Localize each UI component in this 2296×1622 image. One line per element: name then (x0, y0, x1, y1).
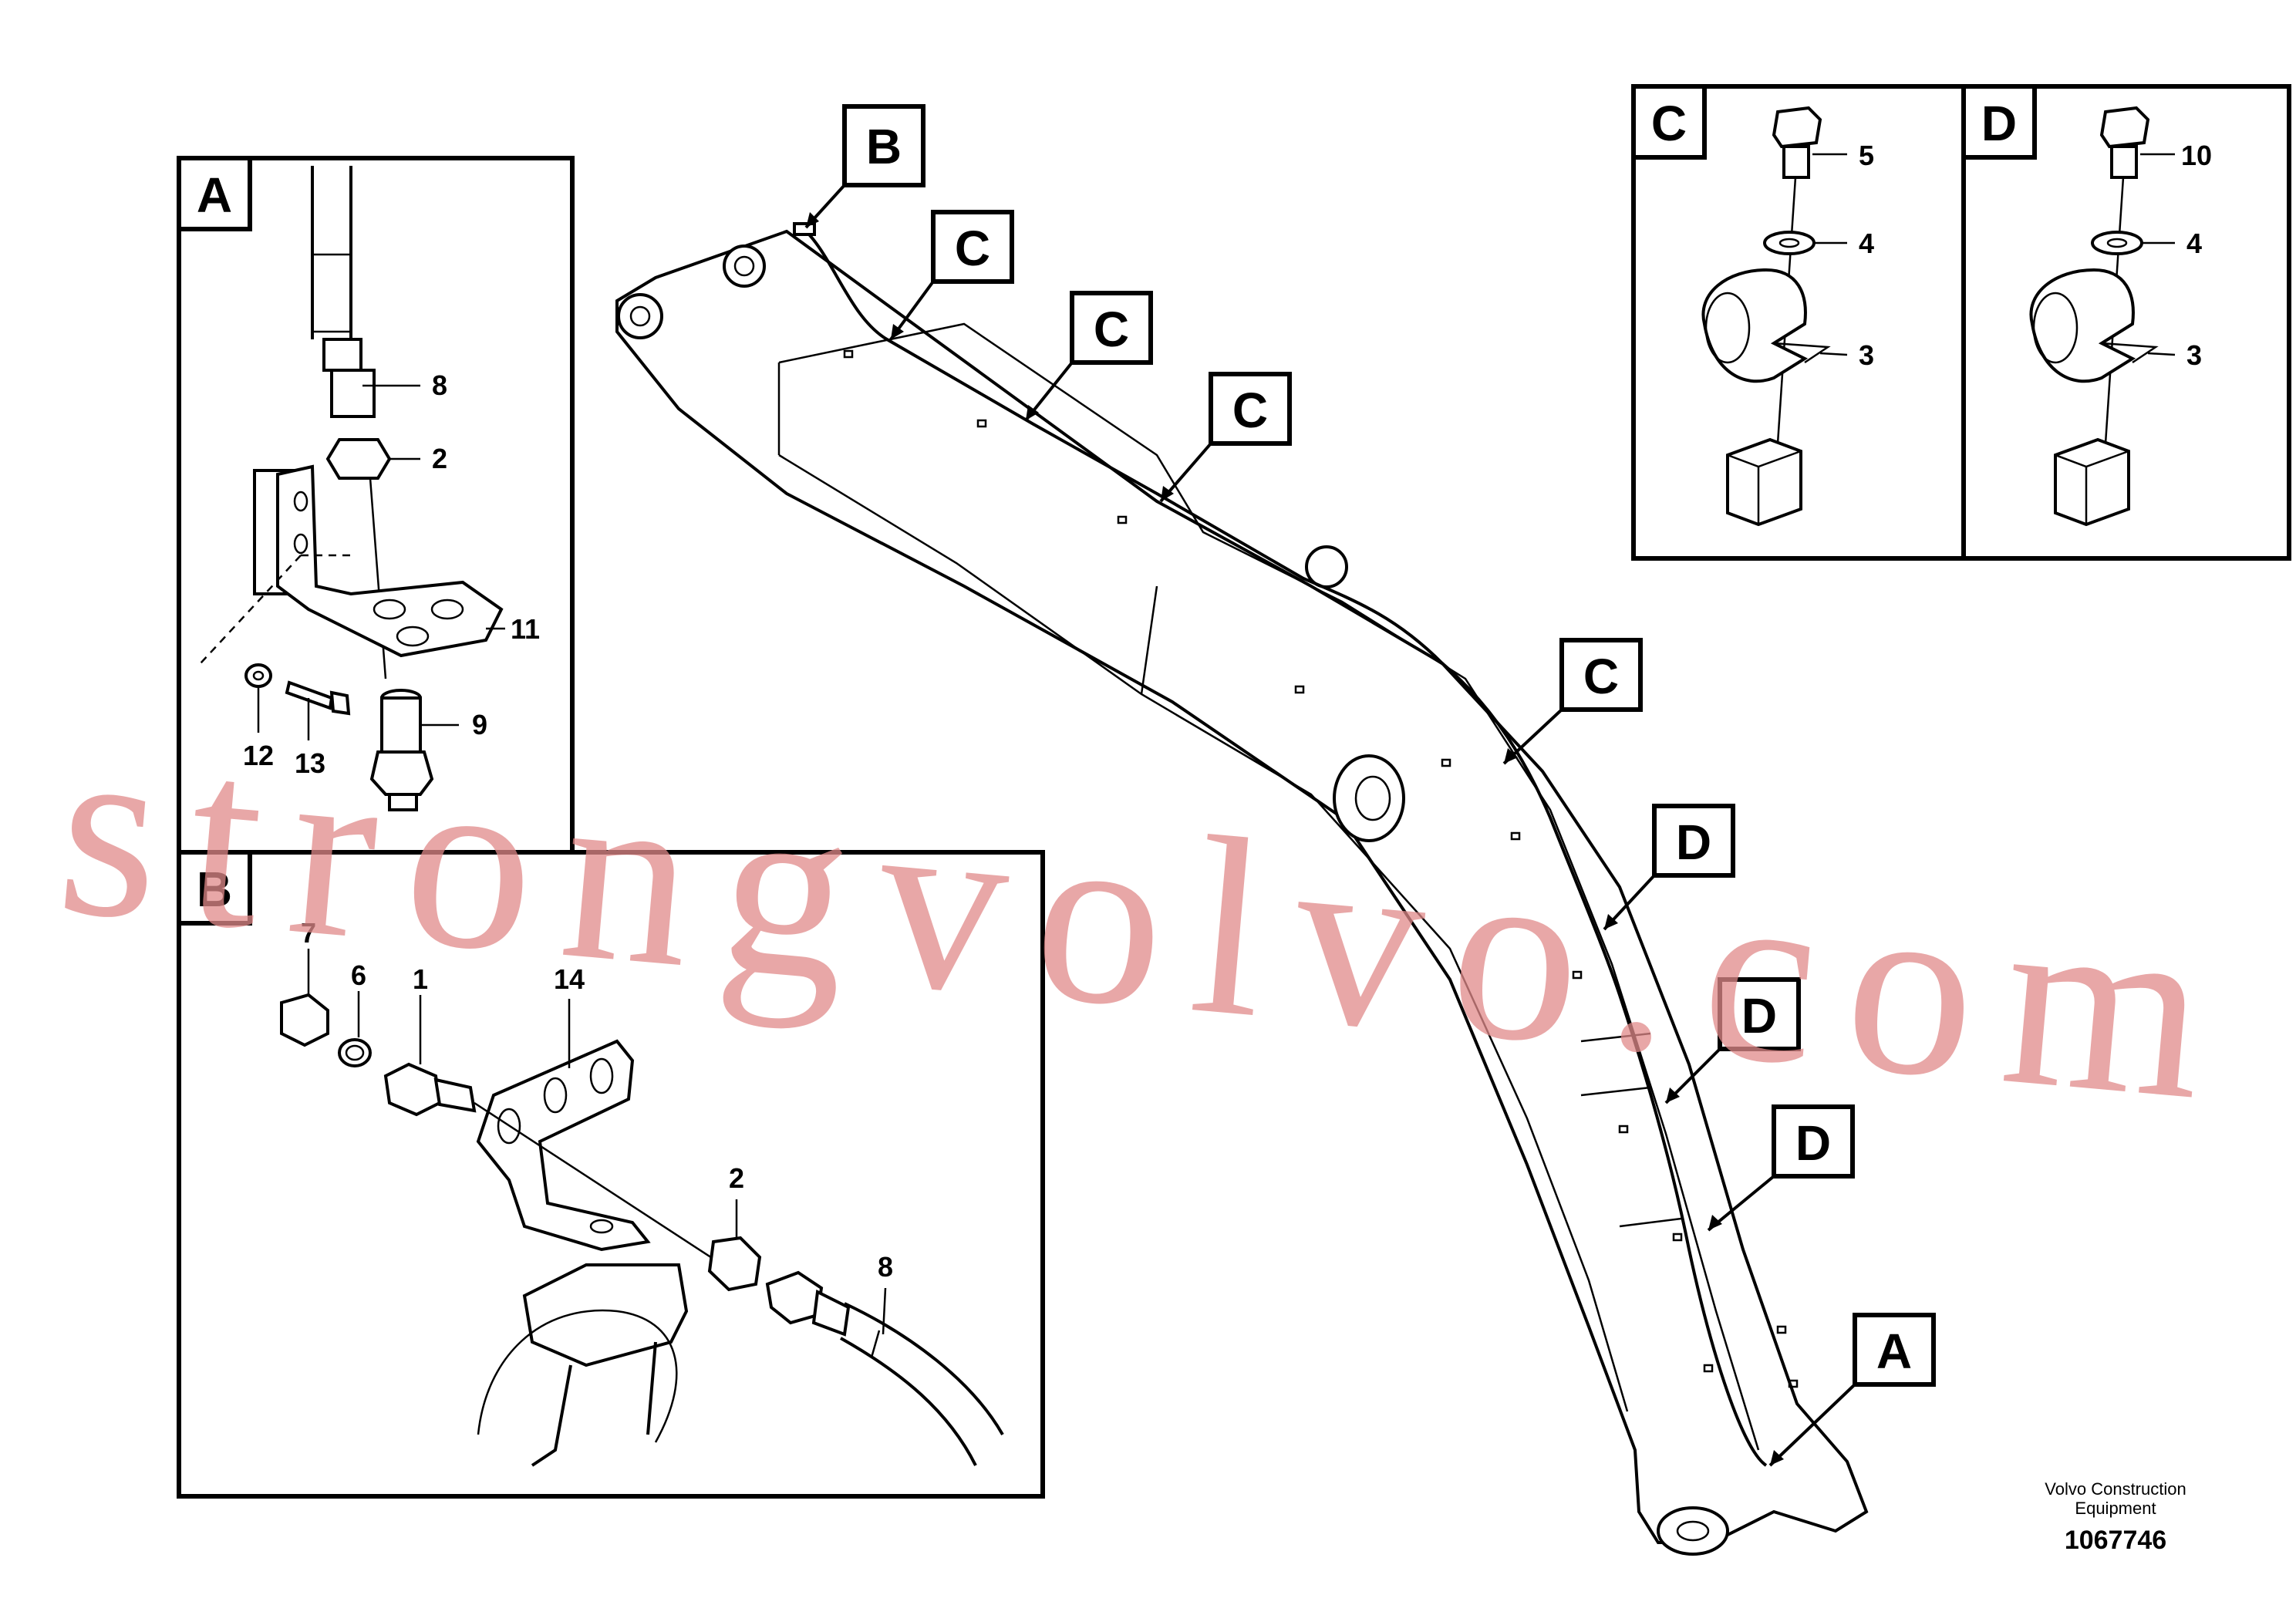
boom-cylinder-pin-bore (733, 255, 755, 277)
detail-b-part-7: 7 (301, 917, 316, 949)
detail-a-part-12: 12 (243, 740, 274, 771)
boom-arm (615, 222, 1869, 1556)
detail-d-part-4: 4 (2186, 228, 2202, 259)
boom-callout-d1-letter: D (1676, 814, 1711, 870)
boom-callout-d2 (1718, 977, 1801, 1051)
detail-d-part-10: 10 (2181, 140, 2212, 171)
boom-callout-d3-letter: D (1795, 1115, 1831, 1171)
boom-callout-c4 (1559, 638, 1643, 712)
detail-b: B 14 7 6 1 2 (177, 850, 1045, 1499)
detail-a-frame (177, 156, 575, 855)
footer-company-line2: Equipment (2075, 1499, 2156, 1518)
detail-a-fitting-9 (380, 696, 422, 754)
detail-a-part-2: 2 (432, 443, 447, 474)
boom-callout-c2-letter: C (1094, 302, 1129, 357)
detail-b-part-6: 6 (351, 959, 366, 991)
grease-hose-route (801, 226, 1768, 1467)
detail-d-bolt-10 (2099, 106, 2150, 149)
footer: Volvo Construction Equipment 1067746 (2045, 1479, 2186, 1555)
boom-callout-c2 (1070, 291, 1153, 365)
detail-d-letter: D (1981, 96, 2017, 151)
boom-callout-c3 (1209, 372, 1292, 446)
detail-d-clamp-3 (2029, 268, 2136, 383)
boom-foot-pin-bore (629, 305, 651, 327)
detail-a-part-11: 11 (511, 613, 540, 645)
boom-callout-b-letter: B (866, 119, 902, 174)
boom-callout-d1 (1652, 804, 1735, 878)
detail-a-part-8: 8 (432, 369, 447, 401)
detail-d-part-3: 3 (2186, 339, 2202, 371)
detail-b-hex-nut-2 (707, 1236, 762, 1292)
detail-b-part-1: 1 (413, 963, 428, 995)
boom-outline (615, 229, 1869, 1544)
detail-b-part-14: 14 (554, 963, 585, 995)
detail-a-part-13: 13 (295, 747, 325, 779)
detail-d: D 10 4 3 (1961, 84, 2291, 561)
detail-b-frame (177, 850, 1045, 1499)
boom-cylinder-pin (723, 244, 766, 288)
detail-a-hex-nut-2 (325, 438, 392, 480)
boom-tip-pin (1657, 1506, 1729, 1556)
detail-c-block (1726, 437, 1802, 527)
detail-a-bracket-11 (276, 464, 504, 658)
detail-c-part-5: 5 (1859, 140, 1874, 171)
boom-upper-chord (778, 322, 1760, 1451)
boom-callout-d2-letter: D (1741, 988, 1777, 1044)
detail-a-letter: A (197, 167, 232, 223)
boom-bulkheads (777, 363, 1682, 1228)
boom-callout-d3 (1772, 1104, 1855, 1179)
detail-b-hose-8 (840, 1302, 1004, 1466)
boom-callout-c1-letter: C (955, 221, 990, 276)
detail-a-nut-8 (330, 369, 376, 418)
boom-lower-chord (778, 454, 1629, 1412)
boom-callout-b (842, 104, 925, 187)
boom-foot-pin (617, 293, 663, 339)
detail-a-bolt-13 (285, 680, 334, 710)
detail-b-letter: B (197, 862, 232, 917)
detail-a-washer-12 (244, 663, 272, 688)
boom-callout-c1 (931, 210, 1014, 284)
footer-company-line1: Volvo Construction (2045, 1479, 2186, 1499)
detail-c: C 5 4 3 (1631, 84, 1966, 561)
footer-diagram-id: 1067746 (2065, 1526, 2166, 1555)
detail-a-part-9: 9 (472, 709, 487, 740)
boom-callout-a (1853, 1313, 1936, 1387)
boom-tip-pin-bore (1676, 1520, 1710, 1542)
detail-b-oring-6 (338, 1038, 372, 1067)
detail-b-part-8: 8 (878, 1251, 893, 1283)
grease-fitting-top (793, 222, 816, 236)
boom-callouts: B C C C C D D D (804, 104, 1936, 1467)
detail-c-bolt-5 (1772, 106, 1822, 149)
detail-d-block (2054, 437, 2130, 527)
boom-callout-c3-letter: C (1232, 383, 1268, 438)
boom-callout-c4-letter: C (1583, 649, 1619, 704)
detail-c-letter: C (1651, 96, 1687, 151)
detail-b-bracket-14 (476, 1039, 651, 1252)
detail-c-washer-4 (1763, 231, 1816, 255)
detail-d-washer-4 (2091, 231, 2143, 255)
detail-c-clamp-3 (1701, 268, 1809, 383)
detail-b-part-2: 2 (729, 1162, 744, 1194)
boom-center-boss (1333, 754, 1405, 842)
boom-center-boss-bore (1354, 775, 1391, 821)
boom-callout-a-letter: A (1876, 1324, 1912, 1379)
detail-a: A 8 2 11 12 13 (177, 156, 575, 855)
detail-a-hose-fitting (322, 338, 362, 372)
detail-b-mount-block (522, 1263, 689, 1367)
boom-fastener-marks (843, 349, 1799, 1388)
detail-c-part-3: 3 (1859, 339, 1874, 371)
detail-c-part-4: 4 (1859, 228, 1874, 259)
